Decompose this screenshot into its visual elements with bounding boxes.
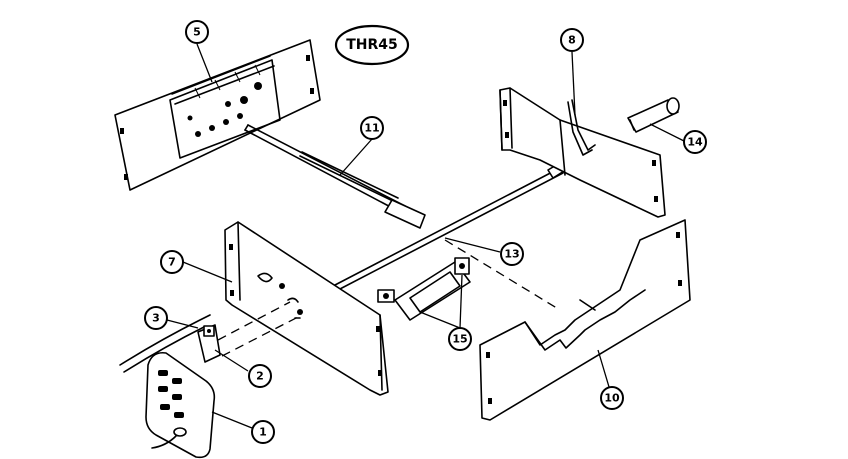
callout-7-label: 7 — [168, 256, 176, 269]
callout-10: 10 — [600, 386, 624, 410]
part-11-rod — [244, 124, 426, 229]
assembly-dashed-lines — [217, 239, 561, 357]
part-2-clip — [197, 324, 221, 363]
callout-14-label: 14 — [687, 136, 703, 149]
callout-8-label: 8 — [568, 34, 576, 47]
callout-3: 3 — [144, 306, 168, 330]
callout-14: 14 — [683, 130, 707, 154]
callout-2: 2 — [248, 364, 272, 388]
callout-1: 1 — [251, 420, 275, 444]
callout-7: 7 — [160, 250, 184, 274]
part-5-control-panel — [114, 39, 321, 191]
part-14-spacer — [627, 97, 680, 133]
callout-3-label: 3 — [152, 312, 160, 325]
part-1-power-unit — [145, 351, 216, 459]
callout-1-label: 1 — [259, 426, 267, 439]
part-10-front-panel — [479, 219, 691, 421]
model-code-label: THR45 — [346, 37, 398, 53]
callout-13-label: 13 — [504, 248, 519, 261]
model-code-badge: THR45 — [334, 24, 410, 66]
callout-2-label: 2 — [256, 370, 264, 383]
callout-13: 13 — [500, 242, 524, 266]
part-3-cord — [119, 314, 211, 373]
part-15-thermostat-bracket — [377, 257, 471, 321]
callout-11: 11 — [360, 116, 384, 140]
callout-15-label: 15 — [452, 333, 467, 346]
callout-leaders — [166, 43, 685, 429]
callout-15: 15 — [448, 327, 472, 351]
callout-10-label: 10 — [604, 392, 620, 405]
callout-8: 8 — [560, 28, 584, 52]
part-8-right-bracket — [499, 87, 666, 218]
callout-5-label: 5 — [193, 26, 201, 39]
callout-5: 5 — [185, 20, 209, 44]
part-7-side-panel — [224, 221, 389, 396]
callout-11-label: 11 — [364, 122, 379, 135]
